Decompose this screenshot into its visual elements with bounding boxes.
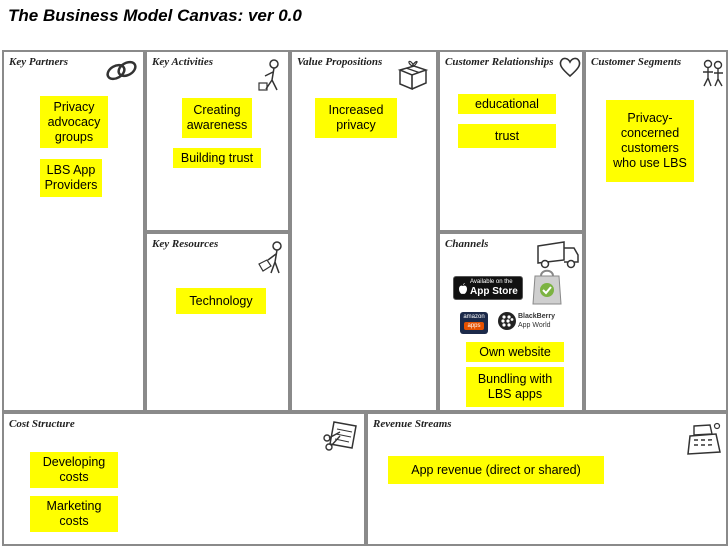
block-title: Value Propositions xyxy=(297,56,383,68)
block-value-propositions: Value Propositions Increased privacy xyxy=(290,50,438,412)
block-title: Revenue Streams xyxy=(373,418,452,430)
note-educational: educational xyxy=(458,94,556,114)
truck-icon xyxy=(537,241,579,269)
block-title: Key Activities xyxy=(152,56,213,68)
note-creating-awareness: Creating awareness xyxy=(182,98,252,138)
block-cost-structure: Cost Structure Developing costs Marketin… xyxy=(2,412,366,546)
note-own-website: Own website xyxy=(466,342,564,362)
scissors-receipt-icon xyxy=(323,421,357,451)
block-key-partners: Key Partners Privacy advocacy groups LBS… xyxy=(2,50,145,412)
amazon-line1: amazon xyxy=(463,314,485,320)
blackberry-line1: BlackBerry xyxy=(518,313,555,320)
chain-link-icon xyxy=(106,60,137,81)
block-title: Key Resources xyxy=(152,238,219,250)
block-title: Key Partners xyxy=(9,56,68,68)
note-developing-costs: Developing costs xyxy=(30,452,118,488)
canvas-title: The Business Model Canvas: ver 0.0 xyxy=(8,6,302,25)
note-marketing-costs: Marketing costs xyxy=(30,496,118,532)
apple-icon xyxy=(459,283,467,294)
blackberry-line2: App World xyxy=(518,322,551,329)
note-trust: trust xyxy=(458,124,556,148)
gift-box-icon xyxy=(397,60,429,90)
app-store-line2: App Store xyxy=(470,286,518,297)
note-bundling: Bundling with LBS apps xyxy=(466,367,564,407)
note-privacy-advocacy: Privacy advocacy groups xyxy=(40,96,108,148)
people-icon xyxy=(703,59,723,87)
note-building-trust: Building trust xyxy=(173,148,261,168)
blackberry-label: BlackBerry App World xyxy=(518,312,555,330)
block-key-resources: Key Resources Technology xyxy=(145,232,290,412)
block-title: Cost Structure xyxy=(9,418,75,430)
note-lbs-app-providers: LBS App Providers xyxy=(40,159,102,197)
block-key-activities: Key Activities Creating awareness Buildi… xyxy=(145,50,290,232)
block-revenue-streams: Revenue Streams App revenue (direct or s… xyxy=(366,412,728,546)
note-increased-privacy: Increased privacy xyxy=(315,98,397,138)
block-title: Customer Segments xyxy=(591,56,682,68)
app-store-badge: Available on the App Store xyxy=(453,276,523,300)
note-privacy-concerned-customers: Privacy-concerned customers who use LBS xyxy=(606,100,694,182)
cash-register-icon xyxy=(687,422,721,455)
note-app-revenue: App revenue (direct or shared) xyxy=(388,456,604,484)
block-customer-relationships: Customer Relationships educational trust xyxy=(438,50,584,232)
note-technology: Technology xyxy=(176,288,266,314)
amazon-line2: apps xyxy=(464,322,484,330)
shopping-bag-icon xyxy=(532,269,562,305)
worker-icon xyxy=(258,59,279,91)
block-channels: Channels Available on the App Store amaz… xyxy=(438,232,584,412)
amazon-apps-badge: amazon apps xyxy=(460,312,488,334)
person-box-icon xyxy=(258,241,282,274)
block-customer-segments: Customer Segments Privacy-concerned cust… xyxy=(584,50,728,412)
blackberry-icon xyxy=(498,312,516,330)
heart-icon xyxy=(559,57,581,78)
block-title: Customer Relationships xyxy=(445,56,554,68)
app-store-line1: Available on the xyxy=(470,279,513,285)
block-title: Channels xyxy=(445,238,489,250)
